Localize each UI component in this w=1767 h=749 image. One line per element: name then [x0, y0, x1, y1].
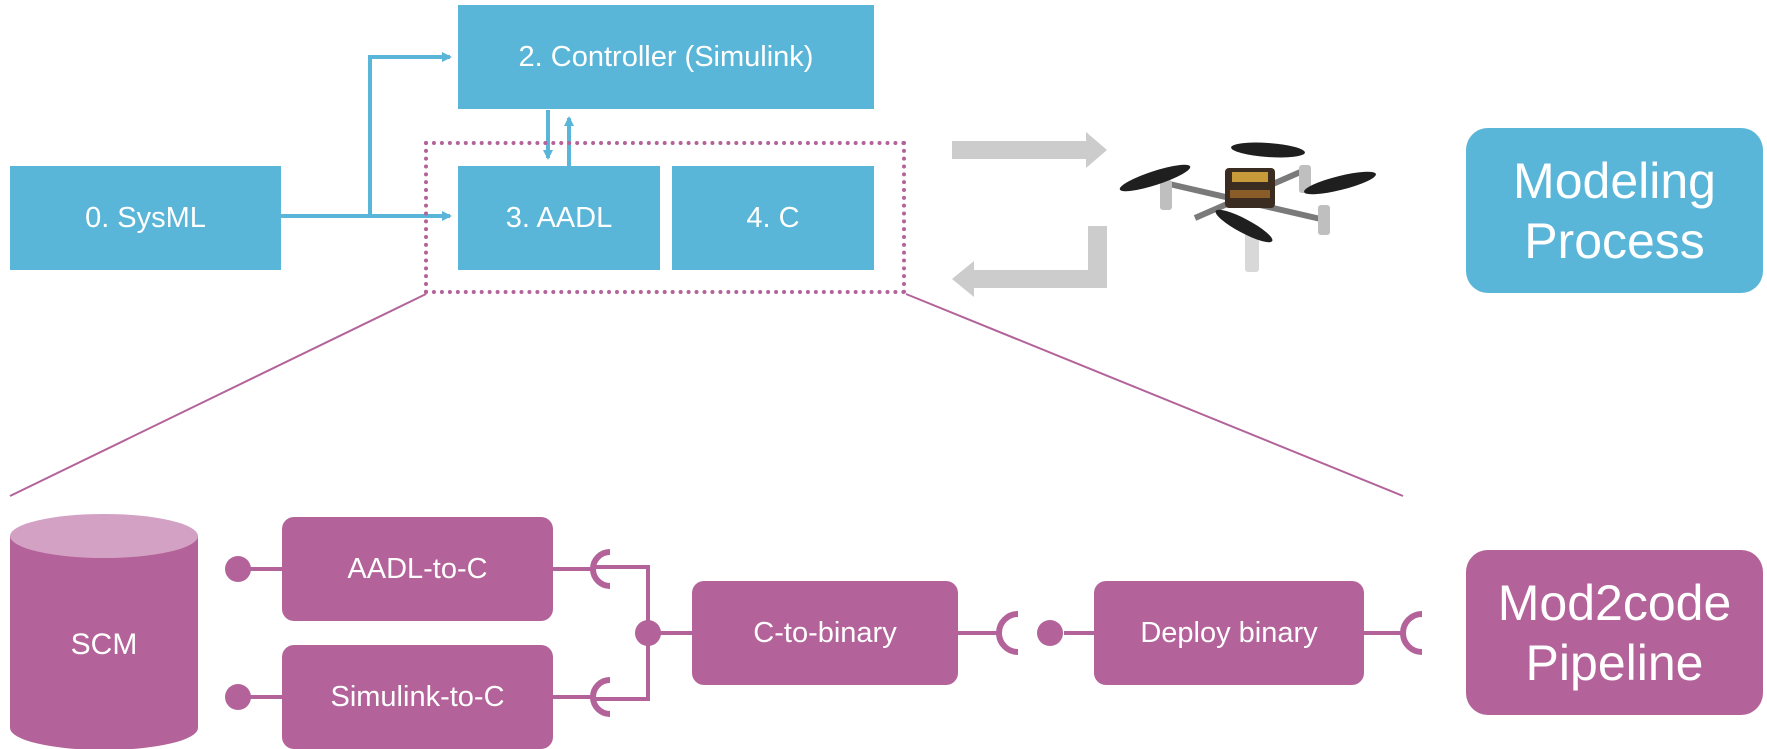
sysml-connector: [281, 52, 452, 221]
deploy-binary-label: Deploy binary: [1140, 616, 1318, 649]
pipeline-connector-balls: [225, 556, 1063, 710]
simulink-to-c-label: Simulink-to-C: [330, 680, 505, 713]
c-to-binary-label: C-to-binary: [753, 616, 897, 649]
c-block: 4. C: [672, 166, 874, 270]
deploy-arrow: [952, 132, 1107, 168]
aadl-to-c-label: AADL-to-C: [347, 552, 488, 585]
simulink-to-c-stage: Simulink-to-C: [282, 645, 553, 749]
feedback-arrow: [952, 226, 1107, 297]
drone-image: [1119, 142, 1376, 272]
zoom-highlight-box: [424, 141, 906, 294]
mod2code-line1: Mod2code: [1497, 574, 1732, 631]
scm-database-icon: [10, 514, 198, 749]
mod2code-pipeline-title: Mod2code Pipeline: [1466, 550, 1763, 715]
c-to-binary-stage: C-to-binary: [692, 581, 958, 685]
sysml-block: 0. SysML: [10, 166, 281, 270]
controller-label: 2. Controller (Simulink): [518, 40, 814, 73]
aadl-label: 3. AADL: [505, 201, 613, 234]
sysml-label: 0. SysML: [85, 201, 206, 234]
modeling-process-title: Modeling Process: [1466, 128, 1763, 293]
controller-block: 2. Controller (Simulink): [458, 5, 874, 109]
mod2code-line2: Pipeline: [1525, 634, 1704, 691]
deploy-binary-stage: Deploy binary: [1094, 581, 1364, 685]
c-label: 4. C: [746, 201, 800, 234]
scm-label: SCM: [70, 628, 138, 661]
modeling-process-line1: Modeling: [1513, 152, 1716, 209]
zoom-line-right: [905, 293, 1404, 497]
aadl-block: 3. AADL: [458, 166, 660, 270]
aadl-to-c-stage: AADL-to-C: [282, 517, 553, 621]
modeling-process-line2: Process: [1524, 212, 1705, 269]
zoom-line-left: [9, 293, 427, 497]
